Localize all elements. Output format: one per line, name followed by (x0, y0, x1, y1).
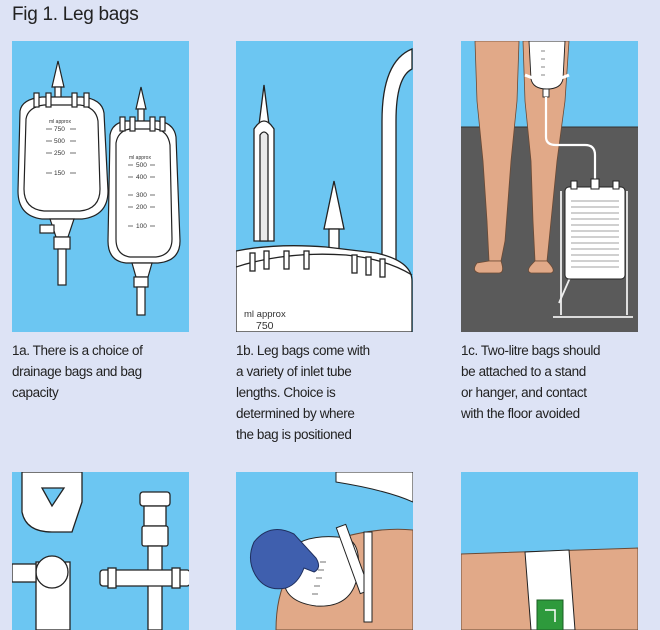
panel-1d-illustration (12, 472, 189, 630)
caption-line: be attached to a stand (461, 364, 586, 379)
panel-1e-illustration (236, 472, 413, 630)
legs (474, 41, 570, 274)
small-bag-mark: 200 (136, 204, 147, 211)
caption-line: lengths. Choice is (236, 385, 336, 400)
caption-line: capacity (12, 385, 59, 400)
drainage-tap-outlet (12, 472, 83, 630)
bag-ruler-lines (571, 200, 619, 268)
small-bag-mark: 300 (136, 192, 147, 199)
bag-volume-value: 750 (256, 320, 274, 332)
large-bag-label: ml approx (49, 119, 71, 125)
panel-1f-illustration (461, 472, 638, 630)
large-bag-mark: 150 (54, 170, 65, 177)
large-bag-mark: 250 (54, 150, 65, 157)
caption-line: 1b. Leg bags come with (236, 343, 370, 358)
caption-1b: 1b. Leg bags come with a variety of inle… (236, 340, 370, 445)
large-drainage-bag (17, 60, 109, 286)
small-bag-label: ml approx (129, 155, 151, 161)
large-bag-mark: 500 (54, 138, 65, 145)
panel-1c-illustration (461, 41, 638, 332)
caption-line: 1c. Two-litre bags should (461, 343, 601, 358)
tube-connector (99, 491, 189, 630)
small-drainage-bag (107, 86, 181, 316)
caption-line: the bag is positioned (236, 427, 352, 442)
caption-line: drainage bags and bag (12, 364, 142, 379)
green-strap-label (536, 599, 564, 630)
caption-1a: 1a. There is a choice of drainage bags a… (12, 340, 143, 403)
panel-1a-illustration: ml approx 750 500 250 150 ml app (12, 41, 189, 332)
small-bag-mark: 400 (136, 174, 147, 181)
panel-1b-illustration: ml approx 750 (236, 41, 413, 332)
small-bag-mark: 500 (136, 162, 147, 169)
gloved-hand (250, 529, 320, 590)
caption-line: 1a. There is a choice of (12, 343, 143, 358)
caption-line: with the floor avoided (461, 406, 580, 421)
drainage-tube (544, 97, 597, 183)
two-litre-bag (564, 178, 626, 280)
caption-line: determined by where (236, 406, 355, 421)
caption-1c: 1c. Two-litre bags should be attached to… (461, 340, 600, 424)
bag-volume-label: ml approx (244, 309, 286, 320)
caption-line: or hanger, and contact (461, 385, 587, 400)
caption-line: a variety of inlet tube (236, 364, 352, 379)
small-bag-mark: 100 (136, 223, 147, 230)
large-bag-mark: 750 (54, 126, 65, 133)
figure-title: Fig 1. Leg bags (12, 4, 139, 25)
